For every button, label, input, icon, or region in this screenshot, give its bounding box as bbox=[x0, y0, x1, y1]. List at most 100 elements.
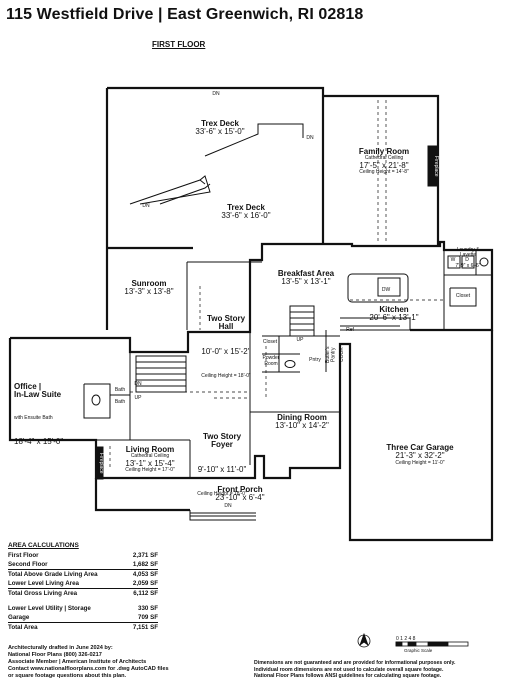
area-label: First Floor bbox=[8, 552, 39, 559]
powder-room-label: Powder Room bbox=[262, 355, 280, 367]
room-name: Kitchen bbox=[379, 305, 409, 314]
area-value: 2,059 SF bbox=[132, 580, 158, 587]
room-name: Living Room bbox=[125, 445, 175, 454]
deck-wall bbox=[107, 86, 325, 96]
dw-label: DW bbox=[381, 287, 391, 293]
pantry-label: Pntry bbox=[309, 357, 321, 363]
room-dimensions: 33'-6" x 16'-0" bbox=[221, 211, 271, 221]
room-name: Front Porch bbox=[217, 485, 263, 494]
room-garage: Three Car Garage 21'-3" x 32'-2" Ceiling… bbox=[370, 443, 470, 466]
room-office: Office | In-Law Suite with Ensuite Bath … bbox=[14, 366, 82, 464]
fireplace-label: Fireplace bbox=[433, 155, 439, 177]
ceiling-height: Ceiling Height = 14'-8" bbox=[359, 169, 409, 176]
bath-label: Bath bbox=[114, 399, 126, 405]
room-trex-deck-upper: Trex Deck 33'-6" x 15'-0" bbox=[170, 119, 270, 137]
room-dimensions: 9'-10" x 11'-0" bbox=[197, 465, 247, 475]
room-two-story-hall: Two Story Hall 10'-0" x 15'-2" Ceiling H… bbox=[190, 298, 262, 396]
room-name: Trex Deck bbox=[201, 119, 239, 128]
area-label: Total Gross Living Area bbox=[8, 590, 78, 597]
butlers-pantry-label: Butler's Pantry bbox=[325, 346, 337, 364]
room-dimensions: 21'-3" x 32'-2" bbox=[395, 451, 445, 461]
room-dimensions: 10'-0" x 15'-2" bbox=[201, 347, 251, 357]
area-row: Total Above Grade Living Area 4,053 SF bbox=[8, 570, 158, 579]
washer-label: W bbox=[450, 257, 456, 263]
ref-label: Ref bbox=[346, 327, 354, 333]
room-family-room: Family Room Cathedral Ceiling 17'-5" x 2… bbox=[344, 147, 424, 176]
room-dimensions: 13'-5" x 13'-1" bbox=[281, 277, 331, 287]
footer-credits: Architecturally drafted in June 2024 by:… bbox=[8, 645, 169, 679]
fireplace-label: Fireplace bbox=[98, 452, 104, 474]
area-label: Lower Level Living Area bbox=[8, 580, 79, 587]
room-name: Office | In-Law Suite bbox=[14, 381, 62, 400]
dryer-label: D bbox=[465, 257, 469, 263]
room-dimensions: 23'-10" x 6'-4" bbox=[215, 493, 265, 503]
area-value: 1,682 SF bbox=[132, 561, 158, 568]
cook-label: COOK bbox=[339, 347, 345, 363]
room-dimensions: 18'-4" x 15'-0" bbox=[14, 437, 64, 447]
dn-label: DN bbox=[224, 503, 232, 509]
room-trex-deck-lower: Trex Deck 33'-6" x 16'-0" bbox=[196, 203, 296, 221]
room-dimensions: 13'-1" x 15'-4" bbox=[125, 458, 175, 468]
bath-label: Bath bbox=[114, 387, 126, 393]
room-note: Cathedral Ceiling bbox=[364, 155, 404, 162]
ceiling-height: Ceiling Height = 18'-0" bbox=[201, 372, 251, 379]
page-title: 115 Westfield Drive | East Greenwich, RI… bbox=[6, 6, 364, 23]
ceiling-height: Ceiling Height = 18'-0" bbox=[197, 490, 247, 497]
room-dimensions: 13'-10" x 14'-2" bbox=[275, 421, 329, 431]
room-breakfast-area: Breakfast Area 13'-5" x 13'-1" bbox=[266, 269, 346, 287]
dn-label: DN bbox=[212, 91, 220, 97]
room-name: Family Room bbox=[358, 147, 410, 156]
up-label: UP bbox=[134, 395, 142, 401]
room-name: Three Car Garage bbox=[386, 443, 454, 452]
area-value: 709 SF bbox=[138, 614, 158, 621]
area-label: Total Above Grade Living Area bbox=[8, 571, 98, 578]
room-dimensions: 17'-5" x 21'-8" bbox=[359, 160, 409, 170]
area-row: Second Floor 1,682 SF bbox=[8, 560, 158, 570]
room-name: Two Story Hall bbox=[206, 313, 246, 332]
room-name: Two Story Foyer bbox=[202, 431, 242, 450]
room-two-story-foyer: Two Story Foyer 9'-10" x 11'-0" Ceiling … bbox=[192, 416, 252, 514]
room-dimensions: 20'-6" x 13'-1" bbox=[369, 313, 419, 323]
area-calculations-table: AREA CALCULATIONS First Floor 2,371 SF Se… bbox=[8, 542, 158, 632]
area-row: Lower Level Living Area 2,059 SF bbox=[8, 579, 158, 589]
room-dimensions: 7'-9" x 6'-6" bbox=[455, 263, 481, 269]
dn-label: DN bbox=[134, 381, 142, 387]
room-note: Cathedral Ceiling bbox=[130, 453, 170, 460]
area-value: 7,151 SF bbox=[132, 624, 158, 631]
area-value: 2,371 SF bbox=[132, 552, 158, 559]
dn-label: DN bbox=[306, 135, 314, 141]
area-label: Lower Level Utility | Storage bbox=[8, 605, 91, 612]
room-kitchen: Kitchen 20'-6" x 13'-1" bbox=[354, 305, 434, 323]
room-name: Trex Deck bbox=[227, 203, 265, 212]
area-calculations-heading: AREA CALCULATIONS bbox=[8, 542, 79, 549]
area-row: Lower Level Utility | Storage 330 SF bbox=[8, 604, 158, 613]
closet-label: Closet bbox=[262, 339, 278, 345]
room-front-porch: Front Porch 23'-10" x 6'-4" bbox=[200, 485, 280, 503]
room-dimensions: 13'-3" x 13'-8" bbox=[124, 287, 174, 297]
graphic-scale-label: Graphic Scale bbox=[404, 648, 433, 653]
area-row: Total Area 7,151 SF bbox=[8, 623, 158, 632]
graphic-scale-ticks: 0 1 2 4 8 bbox=[396, 636, 416, 642]
area-value: 4,053 SF bbox=[132, 571, 158, 578]
room-note: with Ensuite Bath bbox=[14, 415, 53, 422]
room-name: Sunroom bbox=[131, 279, 167, 288]
area-value: 330 SF bbox=[138, 605, 158, 612]
room-name: Dining Room bbox=[277, 413, 327, 422]
floor-label: FIRST FLOOR bbox=[152, 40, 206, 49]
room-sunroom: Sunroom 13'-3" x 13'-8" bbox=[114, 279, 184, 297]
room-name: Breakfast Area bbox=[277, 269, 335, 278]
closet-label: Closet bbox=[455, 293, 471, 299]
room-laundry: Laundry & Lavette 7'-9" x 6'-6" bbox=[448, 242, 488, 275]
up-label: UP bbox=[296, 337, 304, 343]
dn-label: DN bbox=[142, 203, 150, 209]
footer-disclaimer: Dimensions are not guaranteed and are pr… bbox=[254, 660, 456, 680]
room-dining-room: Dining Room 13'-10" x 14'-2" bbox=[262, 413, 342, 431]
area-label: Second Floor bbox=[8, 561, 48, 568]
area-label: Total Area bbox=[8, 624, 38, 631]
room-name: Laundry & Lavette bbox=[456, 246, 480, 258]
area-row: First Floor 2,371 SF bbox=[8, 551, 158, 560]
